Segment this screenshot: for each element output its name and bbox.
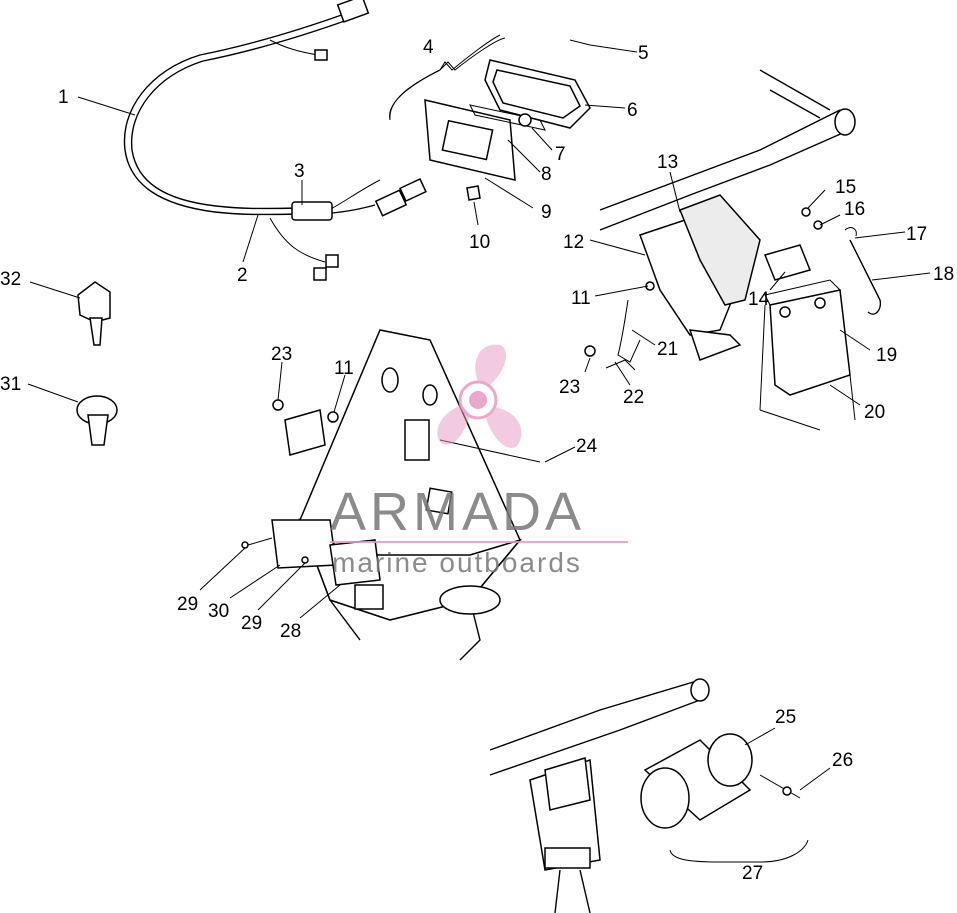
callout-5: 5 bbox=[638, 43, 649, 64]
tail-light-assembly bbox=[389, 34, 591, 201]
callout-8: 8 bbox=[541, 164, 552, 185]
callout-31: 31 bbox=[0, 374, 21, 395]
callout-26: 26 bbox=[832, 750, 853, 771]
callout-2: 2 bbox=[237, 265, 248, 286]
watermark-tagline: marine outboards bbox=[332, 547, 582, 578]
callout-28: 28 bbox=[280, 621, 301, 642]
callout-15: 15 bbox=[835, 177, 856, 198]
wiring-harness bbox=[123, 0, 427, 281]
callout-18: 18 bbox=[933, 264, 954, 285]
callout-29-left: 29 bbox=[177, 594, 198, 615]
callout-6: 6 bbox=[627, 100, 638, 121]
callout-20: 20 bbox=[864, 402, 885, 423]
callout-29-center: 29 bbox=[241, 613, 262, 634]
callout-7: 7 bbox=[555, 144, 566, 165]
callout-3: 3 bbox=[294, 161, 305, 182]
propeller-logo-icon bbox=[437, 344, 522, 448]
callout-1: 1 bbox=[58, 87, 69, 108]
callout-17: 17 bbox=[906, 224, 927, 245]
callout-11-right: 11 bbox=[571, 288, 591, 309]
callout-labels: 1 2 3 4 5 6 7 8 9 10 11 11 12 13 14 15 1… bbox=[0, 37, 954, 884]
center-mounting-panel bbox=[241, 329, 541, 661]
callout-9: 9 bbox=[541, 202, 552, 223]
callout-32: 32 bbox=[0, 269, 21, 290]
leader-lines bbox=[27, 37, 931, 863]
armada-watermark: ARMADA marine outboards bbox=[330, 344, 628, 578]
frame-battery-area bbox=[584, 69, 882, 431]
callout-21: 21 bbox=[657, 339, 678, 360]
callout-10: 10 bbox=[469, 232, 490, 253]
callout-16: 16 bbox=[844, 199, 865, 220]
starter-motor-area bbox=[489, 678, 801, 913]
watermark-brand: ARMADA bbox=[330, 482, 585, 542]
callout-22: 22 bbox=[623, 387, 644, 408]
callout-19: 19 bbox=[876, 345, 897, 366]
callout-13: 13 bbox=[657, 152, 678, 173]
callout-14: 14 bbox=[748, 289, 770, 310]
callout-23-right: 23 bbox=[559, 377, 580, 398]
loose-parts-left bbox=[76, 281, 118, 446]
callout-25: 25 bbox=[775, 707, 796, 728]
callout-23-center: 23 bbox=[271, 344, 292, 365]
callout-12: 12 bbox=[563, 232, 584, 253]
callout-24: 24 bbox=[576, 436, 598, 457]
callout-4: 4 bbox=[423, 37, 434, 58]
callout-27: 27 bbox=[742, 863, 763, 884]
callout-30: 30 bbox=[208, 601, 229, 622]
callout-11-center: 11 bbox=[334, 358, 354, 379]
